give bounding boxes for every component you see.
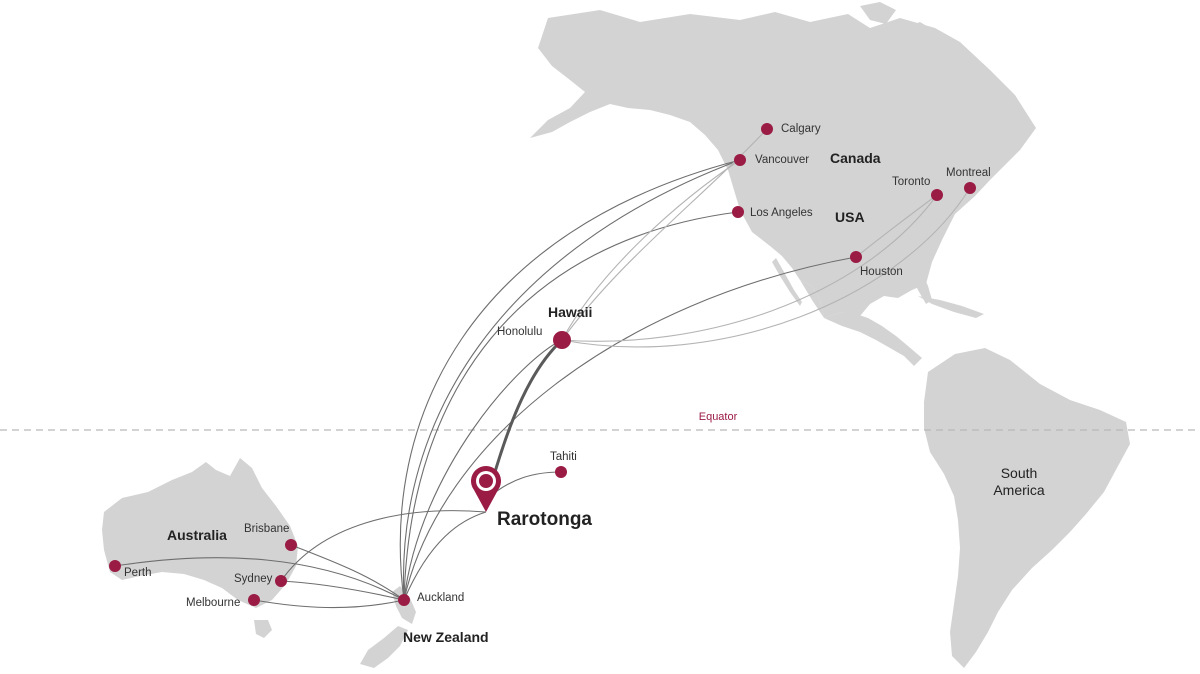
city-dot-melbourne[interactable] [248, 594, 260, 606]
city-label-calgary: Calgary [781, 123, 821, 135]
city-dot-toronto[interactable] [931, 189, 943, 201]
arctic-islands-landmass [900, 22, 940, 48]
region-label-south-america: America [993, 482, 1045, 498]
landmasses [102, 2, 1130, 668]
tasmania-landmass [254, 620, 272, 638]
route-rarotonga-sydney [280, 510, 487, 582]
south-america-landmass [924, 348, 1130, 668]
city-label-tahiti: Tahiti [550, 451, 577, 463]
city-label-sydney: Sydney [234, 573, 273, 585]
city-dot-houston[interactable] [850, 251, 862, 263]
north-america-landmass [530, 10, 1036, 318]
cuba-landmass [918, 296, 984, 318]
region-label-australia: Australia [167, 527, 227, 543]
region-label-new-zealand: New Zealand [403, 629, 489, 645]
route-honolulu-montreal [561, 187, 971, 348]
city-label-brisbane: Brisbane [244, 523, 289, 535]
city-label-los-angeles: Los Angeles [750, 207, 813, 219]
city-dot-sydney[interactable] [275, 575, 287, 587]
city-dot-tahiti[interactable] [555, 466, 567, 478]
city-dot-auckland[interactable] [398, 594, 410, 606]
region-label-usa: USA [835, 209, 865, 225]
city-label-houston: Houston [860, 266, 903, 278]
city-label-montreal: Montreal [946, 167, 991, 179]
route-auckland-vancouver [402, 159, 741, 601]
city-label-auckland: Auckland [417, 592, 464, 604]
city-dot-montreal[interactable] [964, 182, 976, 194]
city-dot-vancouver[interactable] [734, 154, 746, 166]
route-auckland-perth [114, 557, 405, 601]
route-auckland-vancouver [399, 159, 741, 601]
region-label-south-america: South [1001, 465, 1038, 481]
city-dot-calgary[interactable] [761, 123, 773, 135]
city-label-melbourne: Melbourne [186, 597, 240, 609]
routes [114, 128, 971, 609]
arctic-islands-landmass [860, 2, 896, 24]
route-rarotonga-honolulu [490, 338, 564, 483]
route-auckland-sydney [280, 580, 405, 601]
australia-landmass [102, 458, 298, 608]
florida-landmass [912, 266, 932, 304]
route-houston-toronto [855, 194, 938, 258]
region-label-hawaii: Hawaii [548, 304, 592, 320]
baffin-landmass [940, 70, 1006, 118]
route-auckland-brisbane [290, 544, 405, 601]
route-honolulu-vancouver [561, 159, 741, 341]
region-label-canada: Canada [830, 150, 881, 166]
route-auckland-los-angeles [403, 211, 739, 601]
equator-label: Equator [699, 411, 738, 423]
central-america-landmass [800, 280, 922, 366]
route-auckland-houston [403, 256, 857, 601]
route-auckland-rarotonga [403, 511, 487, 601]
map-pin-icon[interactable] [471, 466, 502, 512]
city-labels: Calgary Vancouver Los Angeles Houston To… [124, 123, 991, 609]
city-markers [109, 123, 976, 606]
route-auckland-honolulu [403, 339, 563, 601]
city-label-vancouver: Vancouver [755, 154, 809, 166]
route-auckland-melbourne [253, 599, 405, 609]
destination-label-rarotonga: Rarotonga [497, 509, 592, 530]
region-labels: Canada USA Hawaii Australia New Zealand … [167, 150, 1045, 645]
city-label-toronto: Toronto [892, 176, 930, 188]
city-dot-perth[interactable] [109, 560, 121, 572]
city-dot-honolulu[interactable] [553, 331, 571, 349]
city-label-honolulu: Honolulu [497, 326, 542, 338]
nz-south-island-landmass [360, 626, 408, 668]
route-honolulu-toronto [561, 194, 938, 342]
city-label-perth: Perth [124, 567, 152, 579]
city-dot-brisbane[interactable] [285, 539, 297, 551]
city-dot-los-angeles[interactable] [732, 206, 744, 218]
baja-landmass [772, 258, 802, 306]
